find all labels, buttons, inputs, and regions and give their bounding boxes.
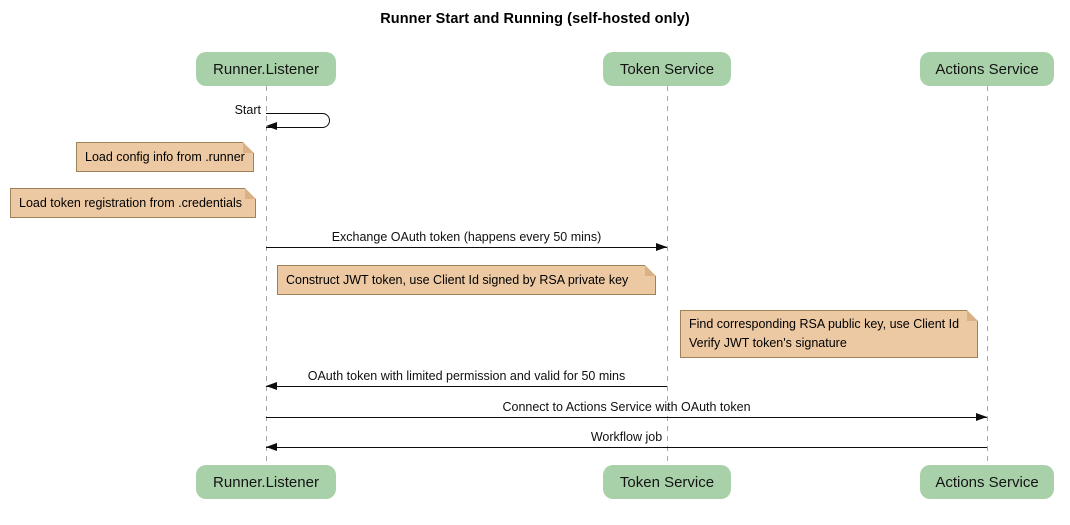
message-exchange-oauth-token-arrowhead-icon [656,243,667,251]
lifeline-token-service [667,86,668,465]
note-construct-jwt-fold-cut [645,265,656,276]
diagram-title: Runner Start and Running (self-hosted on… [380,11,690,27]
message-label-message-exchange-oauth-token: Exchange OAuth token (happens every 50 m… [331,230,602,244]
note-construct-jwt-text: Construct JWT token, use Client Id signe… [286,272,629,287]
note-load-token-registration-text: Load token registration from .credential… [19,195,243,210]
message-exchange-oauth-token-line [266,247,667,248]
participant-runner-listener-bottom: Runner.Listener [196,465,336,499]
message-label-message-oauth-token-limited: OAuth token with limited permission and … [307,369,626,383]
message-oauth-token-limited-arrowhead-icon [266,382,277,390]
note-find-rsa-public-key-fold-cut [967,310,978,321]
participant-actions-service-bottom: Actions Service [920,465,1054,499]
note-find-rsa-public-key: Find corresponding RSA public key, use C… [680,310,978,358]
message-workflow-job-line [266,447,987,448]
message-label-self-message-start: Start [234,103,261,117]
self-message-start-loop [266,113,330,128]
note-construct-jwt: Construct JWT token, use Client Id signe… [277,265,656,295]
note-load-config: Load config info from .runner [76,142,254,172]
message-label-message-connect-actions-service: Connect to Actions Service with OAuth to… [502,400,751,414]
participant-actions-service-top: Actions Service [920,52,1054,86]
message-workflow-job-arrowhead-icon [266,443,277,451]
participant-token-service-bottom: Token Service [603,465,731,499]
participant-runner-listener-top: Runner.Listener [196,52,336,86]
note-load-config-fold-cut [243,142,254,153]
message-connect-actions-service-line [266,417,987,418]
note-load-config-text: Load config info from .runner [85,149,245,164]
message-connect-actions-service-arrowhead-icon [976,413,987,421]
message-label-message-workflow-job: Workflow job [590,430,663,444]
note-find-rsa-public-key-text: Verify JWT token's signature [689,336,847,350]
note-load-token-registration: Load token registration from .credential… [10,188,256,218]
message-oauth-token-limited-line [266,386,667,387]
participant-token-service-top: Token Service [603,52,731,86]
self-message-start-arrowhead-icon [266,122,277,130]
lifeline-runner-listener [266,86,267,465]
note-find-rsa-public-key-text: Find corresponding RSA public key, use C… [689,317,960,331]
note-load-token-registration-fold-cut [245,188,256,199]
lifeline-actions-service [987,86,988,465]
